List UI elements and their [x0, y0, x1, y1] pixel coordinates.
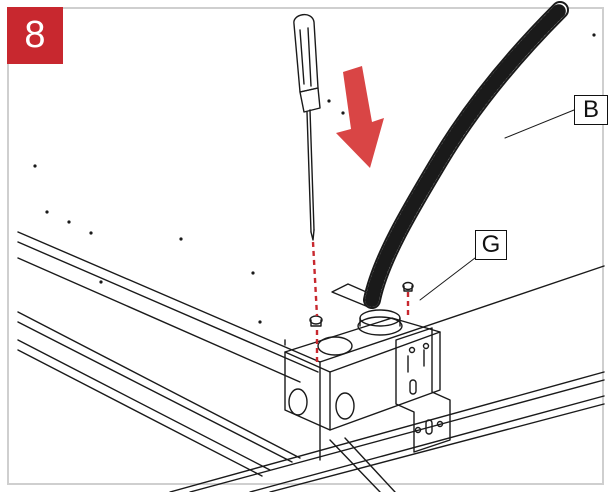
ceiling-grid-rails: [17, 311, 605, 492]
mounting-bracket: [395, 327, 451, 453]
junction-box: [284, 317, 441, 431]
ceiling-panel: [17, 231, 605, 461]
step-number-badge: 8: [7, 7, 63, 64]
screwdriver-icon: [293, 14, 321, 241]
flexible-conduit: [363, 1, 569, 309]
callout-label-g: G: [475, 230, 507, 260]
callout-label-b: B: [574, 95, 608, 125]
down-arrow-icon: [336, 66, 384, 168]
panel-holes: [33, 33, 596, 324]
screw-path: [311, 241, 410, 366]
